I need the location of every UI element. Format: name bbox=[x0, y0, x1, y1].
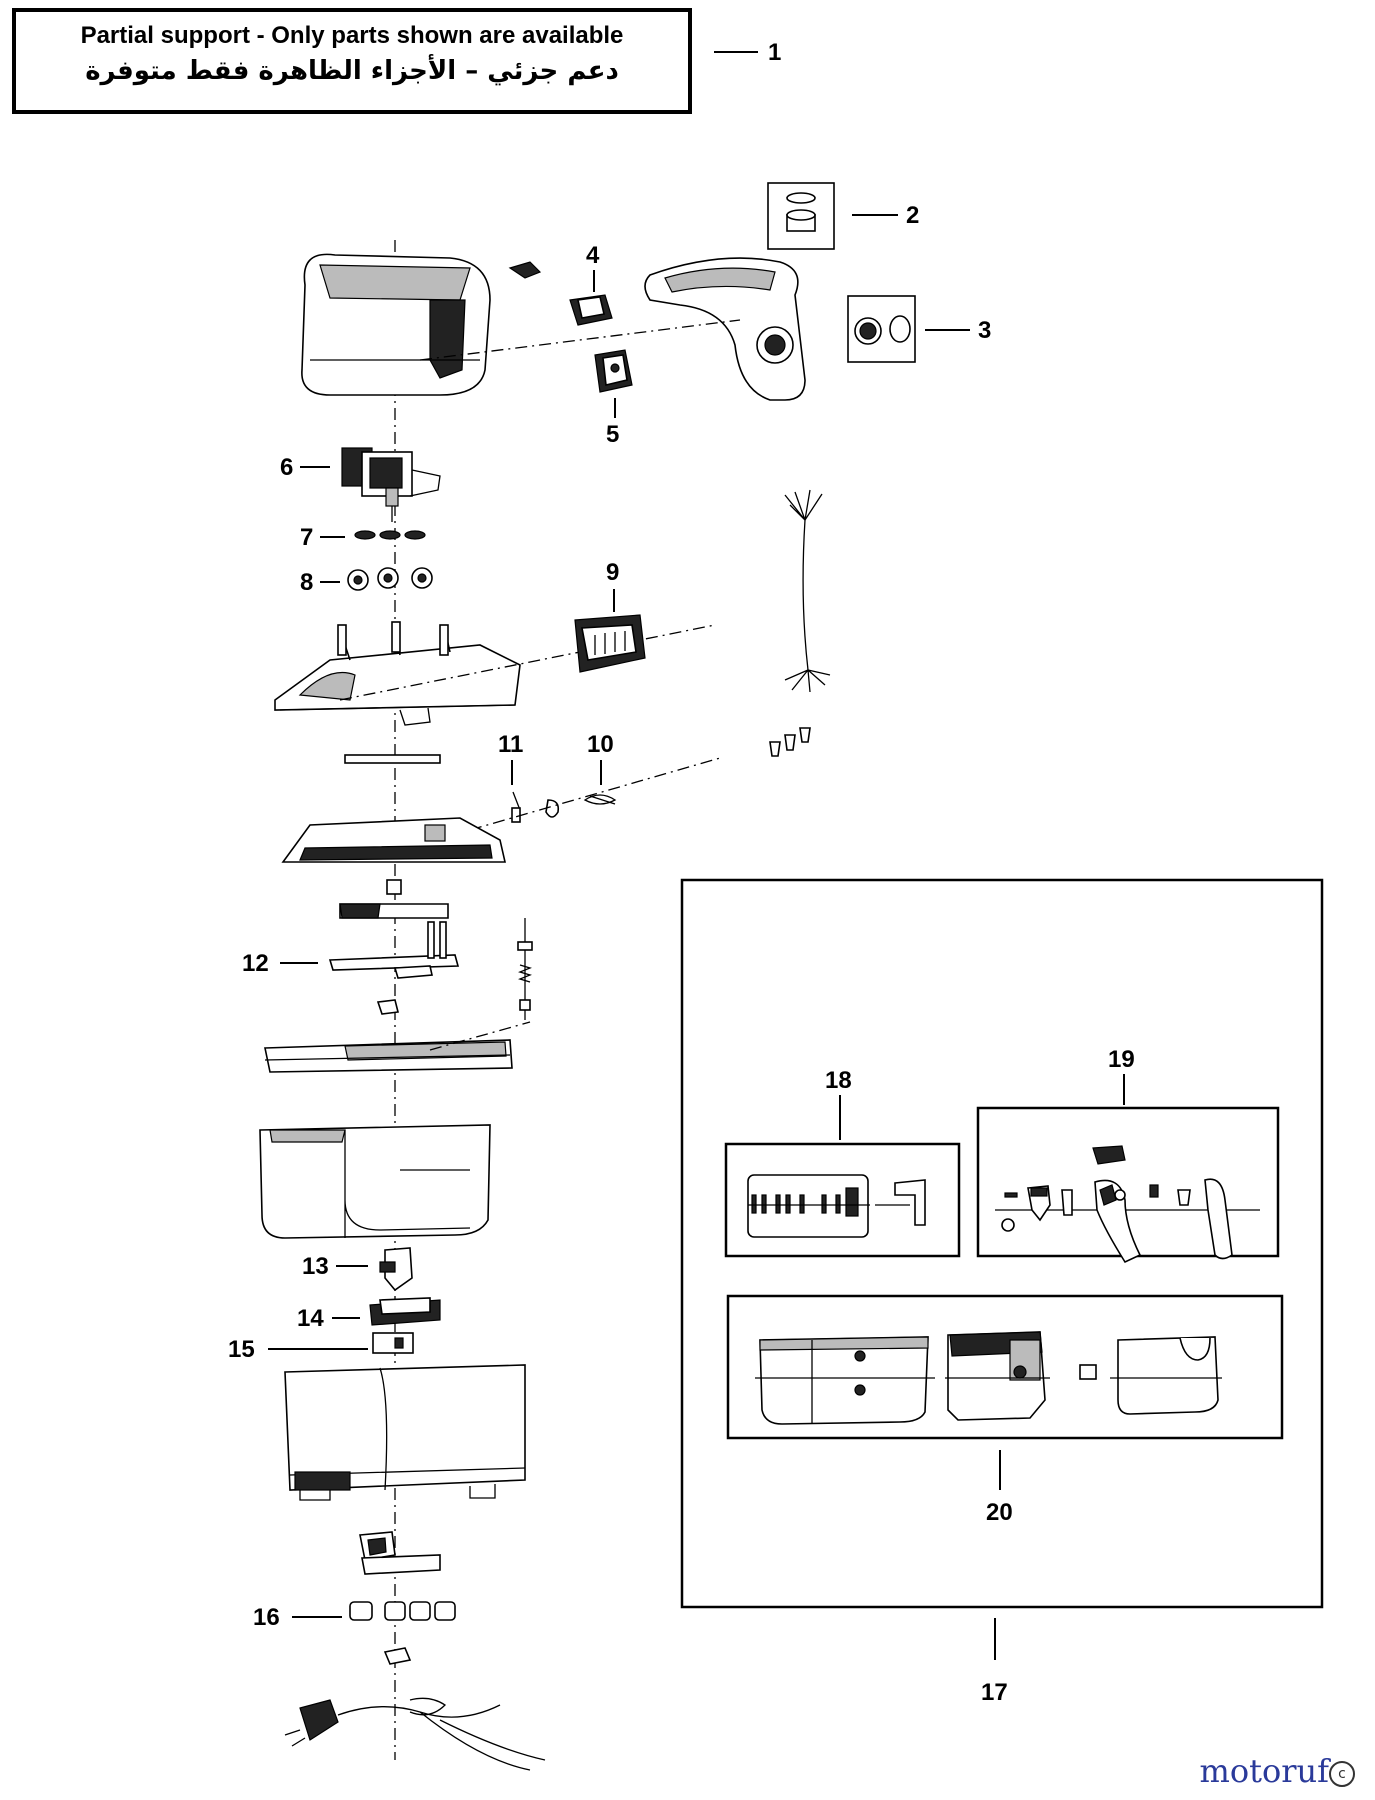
base-housing-part bbox=[284, 1364, 526, 1501]
grommet-set-part bbox=[347, 567, 433, 591]
availability-notice: Partial support - Only parts shown are a… bbox=[12, 8, 692, 114]
callout-8: 8 bbox=[300, 569, 313, 596]
callout-14: 14 bbox=[297, 1305, 324, 1332]
spring-part bbox=[583, 794, 617, 805]
callout-labels: 1 2 3 4 5 6 7 8 9 10 11 12 13 14 15 16 1… bbox=[228, 39, 1135, 1706]
cap-pair-part bbox=[854, 315, 911, 345]
callout-1: 1 bbox=[768, 39, 781, 66]
o-ring-part bbox=[786, 192, 816, 204]
clip-ring-part bbox=[545, 799, 560, 818]
callout-18-frame bbox=[724, 1142, 961, 1258]
cord-clip-part bbox=[383, 1647, 412, 1665]
callout-6: 6 bbox=[280, 454, 293, 481]
callout-3: 3 bbox=[978, 317, 991, 344]
top-cover-part bbox=[301, 253, 491, 396]
base-frame-part bbox=[274, 621, 521, 726]
callout-20: 20 bbox=[986, 1499, 1013, 1526]
pin-part bbox=[511, 791, 521, 823]
callout-17-frame bbox=[680, 878, 1324, 1609]
callout-20-frame bbox=[726, 1294, 1284, 1440]
switch-part bbox=[569, 294, 613, 326]
small-block-part bbox=[386, 879, 402, 895]
wire-harness-part bbox=[784, 489, 831, 693]
knob-part bbox=[594, 349, 633, 393]
rubber-feet-part bbox=[349, 1601, 456, 1621]
callout-7: 7 bbox=[300, 524, 313, 551]
callout-2: 2 bbox=[906, 202, 919, 229]
callout-12: 12 bbox=[242, 950, 269, 977]
control-panel-part bbox=[747, 1174, 926, 1238]
callout-10: 10 bbox=[587, 731, 614, 758]
callout-15: 15 bbox=[228, 1336, 255, 1363]
cover-module-part bbox=[1110, 1336, 1222, 1415]
label-plate-part bbox=[372, 1332, 414, 1354]
watermark-text: motoruf bbox=[1199, 1752, 1329, 1790]
callout-4: 4 bbox=[586, 242, 600, 269]
pump-module-part bbox=[945, 1331, 1097, 1421]
lower-bracket-part bbox=[359, 1531, 441, 1575]
plate-part bbox=[344, 754, 441, 764]
clip-part bbox=[508, 261, 542, 279]
trigger-assembly-part bbox=[995, 1145, 1260, 1264]
water-tank-part bbox=[259, 1124, 491, 1239]
platform-link-line bbox=[429, 1021, 531, 1051]
washer-set-part bbox=[354, 530, 426, 540]
notice-arabic: دعم جزئي – الأجزاء الظاهرة فقط متوفرة bbox=[85, 56, 619, 86]
callout-13: 13 bbox=[302, 1253, 329, 1280]
callout-16: 16 bbox=[253, 1604, 280, 1631]
notice-english: Partial support - Only parts shown are a… bbox=[80, 22, 624, 49]
assembly-link-line bbox=[419, 319, 741, 361]
base-link-line bbox=[339, 624, 716, 701]
latch-part bbox=[376, 999, 399, 1015]
callout-19: 19 bbox=[1108, 1046, 1135, 1073]
spring-link-line bbox=[469, 757, 721, 831]
leader-lines bbox=[268, 51, 1125, 1660]
valve-seat-part bbox=[369, 1297, 441, 1326]
callout-5: 5 bbox=[606, 421, 619, 448]
lower-platform-part bbox=[264, 1039, 513, 1073]
power-cord-part bbox=[284, 1697, 546, 1771]
bushing-part bbox=[786, 209, 816, 232]
callout-17: 17 bbox=[981, 1679, 1008, 1706]
callout-18: 18 bbox=[825, 1067, 852, 1094]
handle-arm-part bbox=[644, 257, 806, 401]
tank-module-part bbox=[755, 1336, 935, 1425]
valve-part bbox=[379, 1247, 413, 1292]
callout-11: 11 bbox=[498, 731, 523, 758]
screw-spring-part bbox=[517, 918, 533, 1020]
screw-set-part bbox=[769, 727, 811, 757]
filter-part bbox=[574, 614, 646, 673]
middle-housing-part bbox=[281, 817, 507, 863]
copyright-icon: c bbox=[1329, 1760, 1355, 1787]
motor-part bbox=[341, 447, 441, 522]
callout-9: 9 bbox=[606, 559, 619, 586]
control-board-part bbox=[328, 921, 460, 979]
